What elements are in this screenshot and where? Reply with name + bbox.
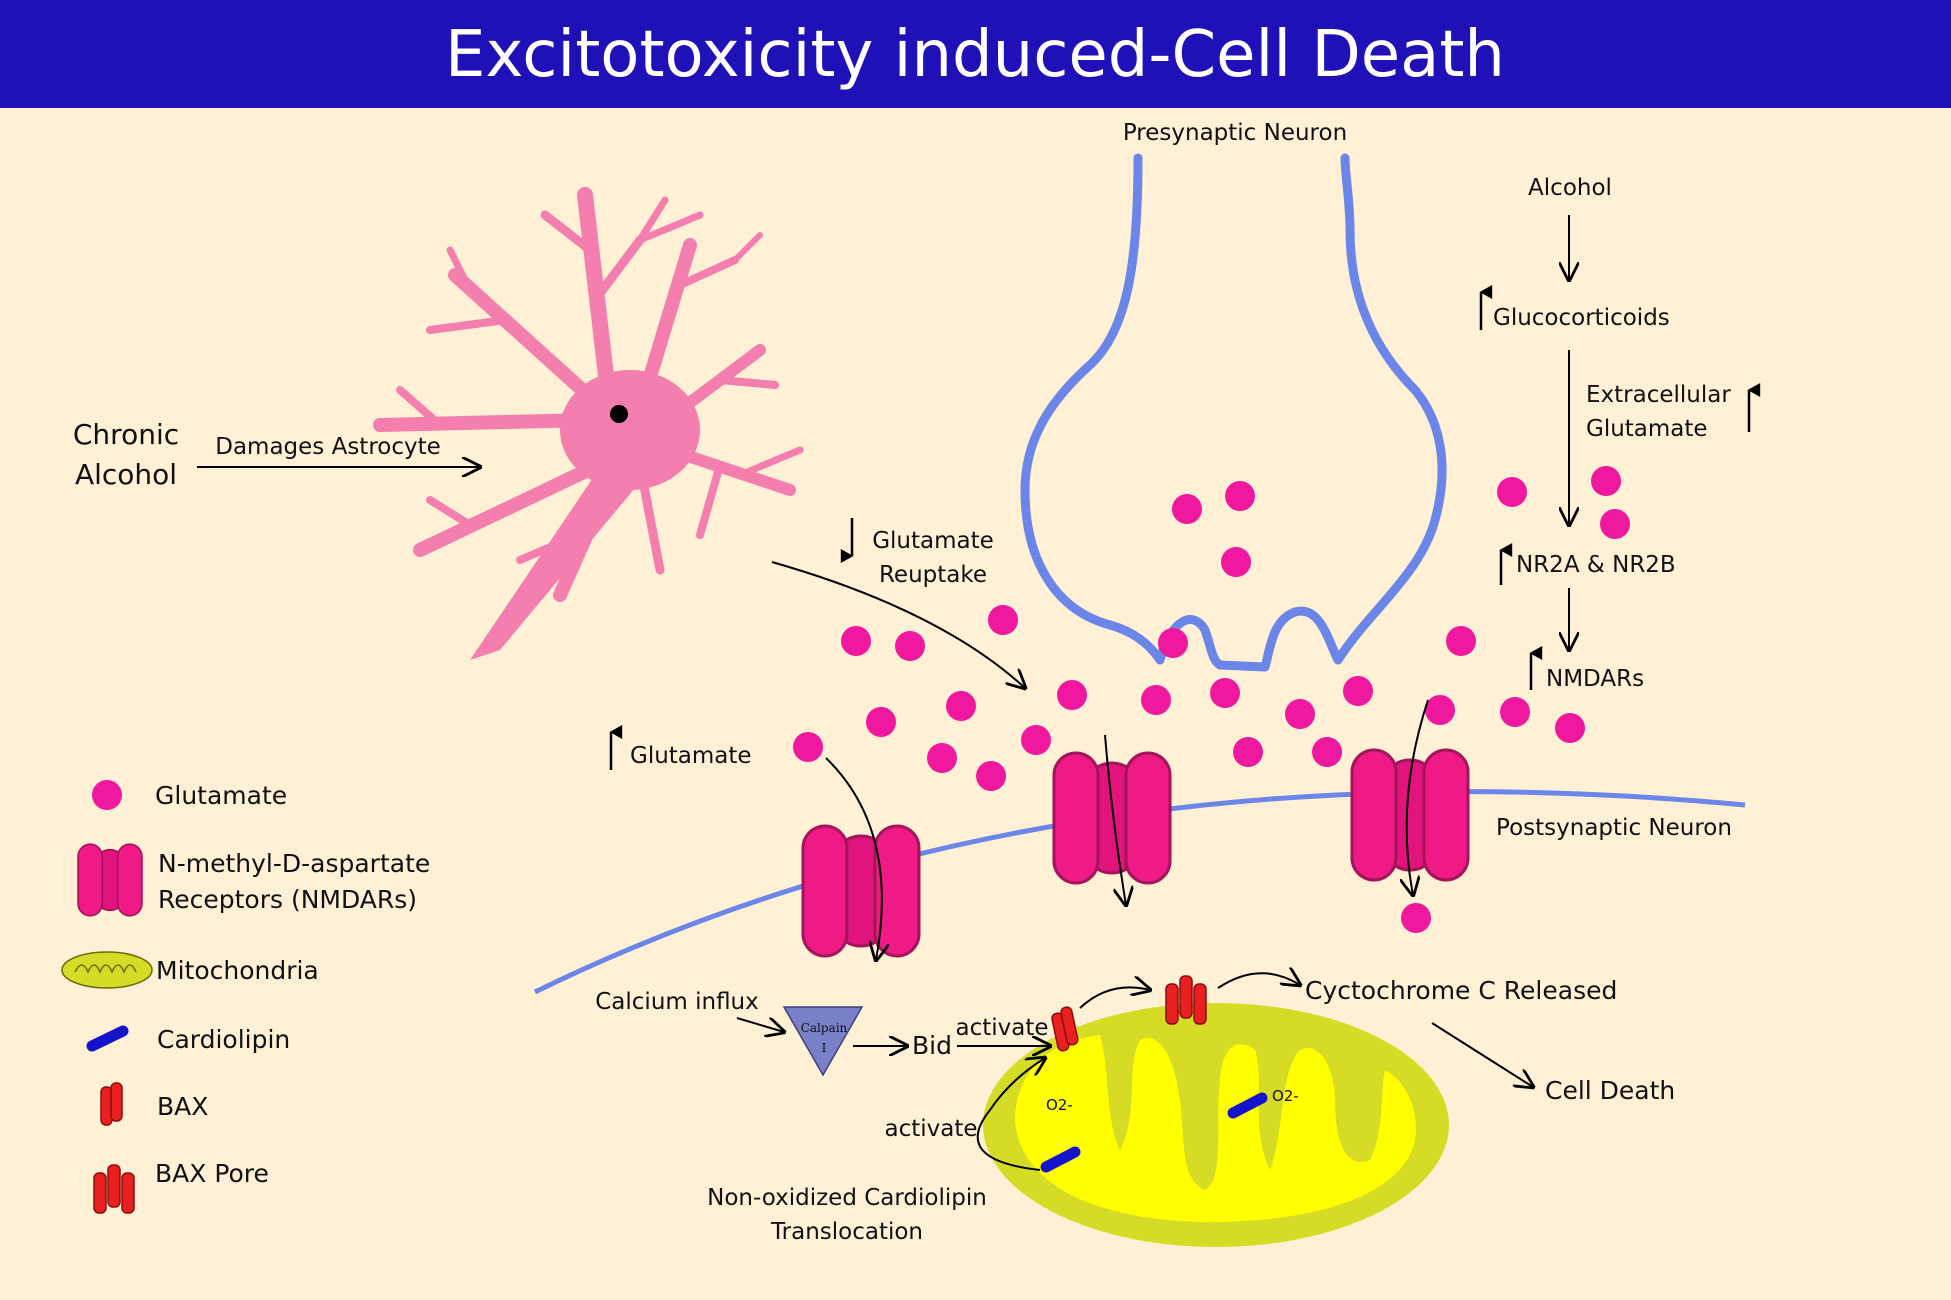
alcohol-label: Alcohol [1528, 175, 1612, 201]
glutamate-dots [793, 466, 1630, 933]
legend-glutamate-label: Glutamate [155, 781, 287, 810]
calpain-label-2: I [822, 1041, 827, 1055]
bid-label: Bid [912, 1031, 952, 1060]
nmdars-label: NMDARs [1546, 666, 1644, 692]
presynaptic-label: Presynaptic Neuron [1123, 120, 1347, 146]
legend-bax-icon [100, 1082, 123, 1126]
nmdar-right [1350, 748, 1470, 882]
legend-bax-pore-label: BAX Pore [155, 1159, 269, 1188]
glucocorticoids-label: Glucocorticoids [1493, 305, 1670, 331]
glutamate-reuptake-label-2: Reuptake [879, 562, 987, 588]
legend-bax-label: BAX [157, 1092, 208, 1121]
nr2-label: NR2A & NR2B [1516, 552, 1676, 578]
astrocyte [373, 187, 804, 660]
calpain-label-1: Calpain [801, 1021, 848, 1035]
glutamate-reuptake-label-1: Glutamate [872, 528, 994, 554]
indicator-arrows [609, 285, 1761, 770]
legend-glutamate-icon [92, 780, 122, 810]
receptor-flow-arrows [197, 467, 1429, 960]
presynaptic-neuron [1020, 153, 1447, 672]
legend-cardiolipin-icon [86, 1025, 129, 1052]
calcium-influx-label: Calcium influx [595, 989, 759, 1015]
chronic-alcohol-label-2: Alcohol [75, 458, 177, 491]
legend-mitochondria-label: Mitochondria [156, 956, 319, 985]
legend-nmdar-label-2: Receptors (NMDARs) [158, 885, 417, 914]
legend: Glutamate N-methyl-D-aspartate Receptors… [61, 780, 430, 1214]
nmdar-middle [1052, 751, 1172, 885]
cardiolipin-translocation-label-2: Translocation [770, 1219, 923, 1245]
mitochondria [983, 1003, 1449, 1247]
extracellular-label-2: Glutamate [1586, 416, 1708, 442]
page-title: Excitotoxicity induced-Cell Death [445, 18, 1505, 92]
legend-nmdar-label-1: N-methyl-D-aspartate [158, 849, 430, 878]
cell-death-label: Cell Death [1545, 1076, 1675, 1105]
postsynaptic-label: Postsynaptic Neuron [1496, 815, 1732, 841]
o2-label-left: O2- [1046, 1096, 1073, 1114]
legend-cardiolipin-label: Cardiolipin [157, 1025, 290, 1054]
activate-label-1: activate [955, 1015, 1048, 1041]
calpain-triangle [782, 1006, 864, 1077]
legend-mitochondria-icon [61, 951, 153, 989]
legend-nmdar-icon [77, 843, 143, 917]
cytochrome-label: Cyctochrome C Released [1305, 976, 1617, 1005]
cardiolipin-mito-right [1227, 1092, 1268, 1119]
astrocyte-nucleus [610, 405, 628, 423]
chronic-alcohol-label-1: Chronic [73, 418, 179, 451]
nmdar-left [801, 824, 921, 958]
mito-pathway-arrows [736, 973, 1533, 1171]
cardiolipin-mito-left [1040, 1146, 1081, 1173]
o2-label-right: O2- [1272, 1087, 1299, 1105]
cardiolipin-translocation-label-1: Non-oxidized Cardiolipin [707, 1185, 987, 1211]
glutamate-increase-label: Glutamate [630, 743, 752, 769]
activate-label-2: activate [884, 1116, 977, 1142]
title-bar [0, 0, 1951, 108]
damages-astrocyte-label: Damages Astrocyte [215, 434, 441, 460]
extracellular-label-1: Extracellular [1586, 382, 1731, 408]
